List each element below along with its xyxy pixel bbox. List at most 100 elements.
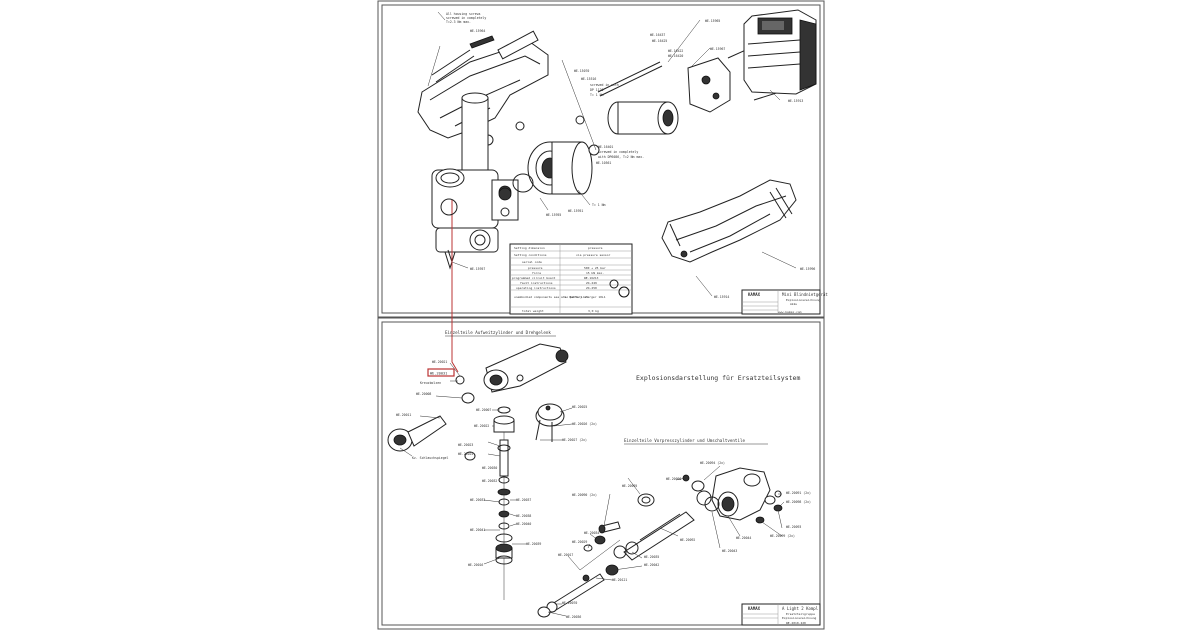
table-cell: programmed circuit board (512, 276, 556, 280)
section2-title: Einzelteile Vorpresszylinder und Umschal… (624, 438, 745, 443)
label-kreuzbolzen: Kreuzbolzen (420, 381, 441, 385)
company-logo-text: KAMAX (748, 292, 761, 297)
top-leader-lines (427, 19, 797, 297)
motor-assembly-part (498, 39, 787, 201)
label-WE20033: WE.20033 (470, 498, 485, 502)
table-cell: 15 kN max. (586, 271, 604, 275)
label-WE20007: WE.20007 (476, 408, 491, 412)
label-WE20037: WE.20037 (516, 498, 531, 502)
table-cell: unembodied components see also parts lis… (514, 295, 588, 299)
battery-pack-part (743, 9, 817, 95)
table-cell: pressure (528, 266, 543, 270)
table-cell: force (532, 271, 541, 275)
anno-torque2: T= 1 Nm (592, 203, 606, 207)
label-WE20093: WE.20093 (786, 525, 801, 529)
table-header-col1: Setting dimension (514, 246, 545, 250)
housing-right-part (661, 179, 797, 263)
label-WE20036: WE.20036 (566, 615, 581, 619)
title-line-2: Explosionszeichnung (786, 298, 821, 302)
label-WE20024: WE.20024 (458, 452, 473, 456)
label-WE20094: WE.20094 (2x) (700, 461, 725, 465)
anno-dp6086: with DP6086, T=2 Nm max. (598, 155, 644, 159)
bottom-part-labels: WE.20021 Kreuzbolzen WE.20008 WE.20011 K… (396, 360, 811, 619)
label-WE20030: WE.20030 (482, 466, 497, 470)
doc-number: www.kamax.com (778, 310, 802, 314)
table-cell: Setting conditions (514, 253, 547, 257)
label-WE20040: WE.20040 (516, 522, 531, 526)
label-WE20016: WE.20016 (468, 563, 483, 567)
label-WE20011: WE.20011 (396, 413, 411, 417)
label-WE20034: WE.20034 (584, 531, 599, 535)
label-WE20070: WE.20070 (562, 601, 577, 605)
section1-title: Einzelteile Aufweitzylinder und Drehgele… (445, 330, 551, 335)
label-WE10561: WE.10561 (596, 161, 611, 165)
highlighted-part-label: WE.20031 (430, 372, 447, 376)
label-WE20029: WE.20029 (572, 540, 587, 544)
label-WE20095: WE.20095 (622, 484, 637, 488)
label-WE16437: WE.16437 (650, 33, 665, 37)
label-WE20026: WE.20026 (2x) (572, 422, 597, 426)
bottom-sheet-frame (377, 317, 825, 630)
label-WE20038: WE.20038 (516, 514, 531, 518)
label-WE20091: WE.20091 (2x) (786, 491, 811, 495)
expansion-cylinder-parts (387, 343, 569, 600)
spec-table: Setting dimension pressure Setting condi… (509, 243, 633, 315)
label-WE20044: WE.20044 (736, 536, 751, 540)
label-WE20042: WE.20042 (644, 563, 659, 567)
label-WE15955: WE.15955 (546, 213, 561, 217)
anno-screwed-completely: screwed in completely (598, 150, 638, 154)
bottom-sheet-inner-frame (381, 321, 821, 626)
label-WE20096: WE.20096 (666, 477, 681, 481)
company-logo-text: KAMAX (748, 606, 761, 611)
label-WE20090: WE.20090 (2x) (572, 493, 597, 497)
anno-torque1: T= 1 Nm (590, 93, 604, 97)
top-title-block: KAMAX Mini Blindnietgerät Explosionszeic… (741, 289, 828, 315)
label-WE15964: WE.15964 (470, 29, 485, 33)
label-WE20017: WE.20017 (558, 553, 573, 557)
label-WE20098: WE.20098 (2x) (786, 500, 811, 504)
title-line-1: A Light 2 Kompl (782, 606, 819, 611)
note-line-2: screwed in completely (446, 16, 486, 20)
label-WE16422: WE.16422 (668, 49, 683, 53)
label-schlauchspiegel: Kz. Schlauchspiegel (412, 456, 449, 460)
label-WE15914: WE.15914 (714, 295, 729, 299)
table-cell: WE.16213 (584, 276, 599, 280)
table-cell: fault instructions (520, 281, 553, 285)
valve-parts (537, 467, 783, 618)
label-WE20023: WE.20023 (458, 443, 473, 447)
top-sheet-notes: All housing screws screwed in completely… (437, 11, 486, 24)
table-cell: operating instructions (516, 286, 556, 290)
label-WE15957: WE.15957 (470, 267, 485, 271)
label-WE20043: WE.20043 (722, 549, 737, 553)
title-line-3: Akku (790, 302, 797, 306)
table-cell: 1. Battery charger 10L1 (564, 295, 606, 299)
table-cell: total weight (522, 309, 544, 313)
label-WE16401: WE.16401 (598, 145, 613, 149)
table-cell: serial code (522, 260, 542, 264)
anno-dp: DP 1120 (590, 88, 604, 92)
bottom-leader-lines (399, 362, 785, 617)
label-WE20027: WE.20027 (2x) (562, 438, 587, 442)
label-WE15070: WE.15070 (574, 69, 589, 73)
label-WE20035: WE.20035 (644, 555, 659, 559)
table-cell: Z4-250 (586, 286, 597, 290)
note-line-1: All housing screws (446, 12, 481, 16)
label-WE20025: WE.20025 (572, 405, 587, 409)
label-WE16425: WE.16425 (652, 39, 667, 43)
anno-screwed-in: screwed in with (590, 83, 619, 87)
label-WE20008: WE.20008 (416, 392, 431, 396)
title-line-3: Explosionszeichnung (782, 616, 817, 620)
label-WE20021: WE.20021 (432, 360, 447, 364)
label-WE20032: WE.20032 (482, 479, 497, 483)
callout-connector (451, 262, 459, 373)
label-WE20092: WE.20092 (680, 538, 695, 542)
table-cell: 500 + 25 bar (584, 266, 606, 270)
top-part-labels: WE.15964 WE.15965 WE.15967 WE.16437 WE.1… (470, 19, 815, 299)
note-line-3: T=2.3 Nm max. (446, 20, 471, 24)
table-cell: Z4-249 (586, 281, 597, 285)
label-WE15965: WE.15965 (705, 19, 720, 23)
label-WE15967: WE.15967 (710, 47, 725, 51)
highlight-box (427, 368, 455, 377)
